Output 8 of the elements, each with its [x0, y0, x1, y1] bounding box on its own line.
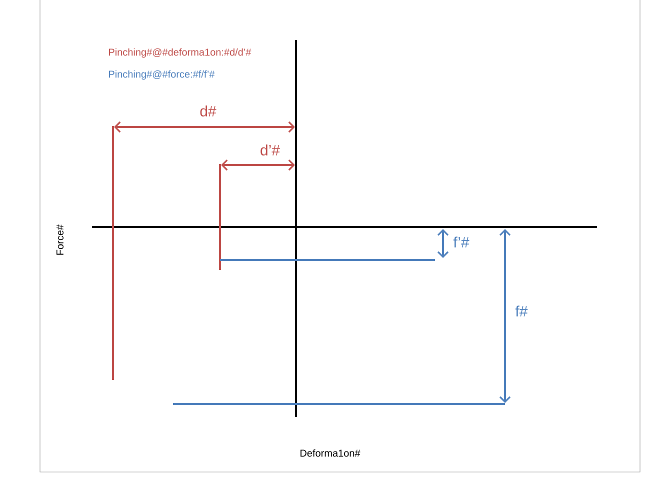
axis-label: Deforma1on#: [300, 449, 360, 457]
legend-text: Pinching#@#deforma1on:#d/d’#: [109, 48, 252, 58]
legend-text: Pinching#@#force:#f/f’#: [109, 70, 215, 80]
dimension-label: f#: [515, 306, 528, 316]
dimension-label: d#: [200, 106, 216, 116]
dimension-label: f’#: [453, 236, 470, 248]
axis-label: Force#: [56, 224, 64, 255]
dimension-label: d’#: [260, 144, 280, 156]
